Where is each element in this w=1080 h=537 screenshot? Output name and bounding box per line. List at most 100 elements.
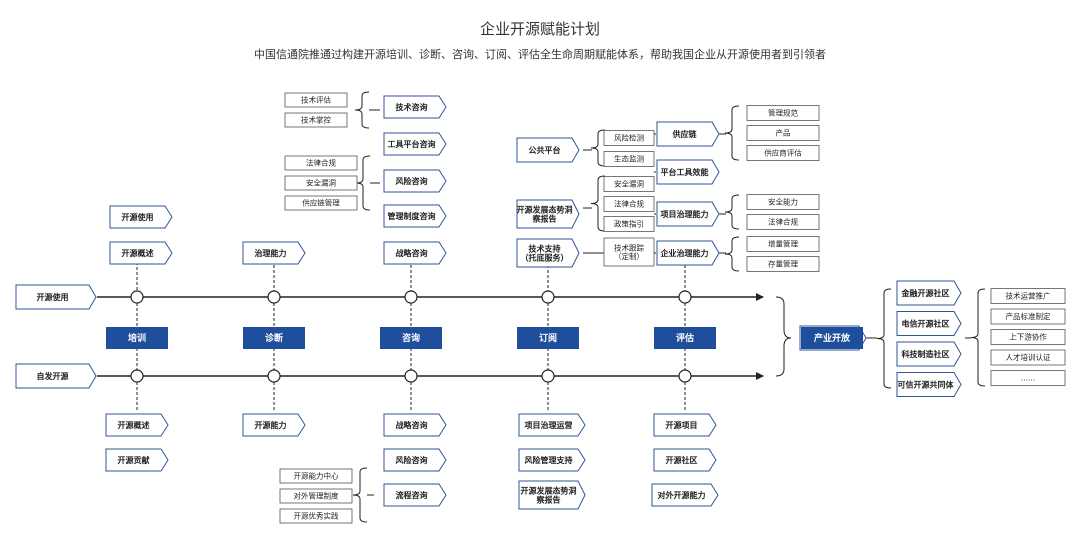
tag-train-contrib-label: 开源贡献 xyxy=(118,455,150,465)
box-industry-service xyxy=(990,370,1066,386)
timeline-node-bottom xyxy=(541,369,555,383)
box-report-sub xyxy=(603,176,655,192)
tag-train-use-label: 开源使用 xyxy=(122,212,154,222)
tag-train-overview-2 xyxy=(105,413,169,437)
box-risk-sub xyxy=(284,195,358,211)
tag-tech-support xyxy=(516,238,580,268)
box-industry-service-label: 上下游协作 xyxy=(1009,332,1047,342)
lane-top-label: 开源使用 xyxy=(37,292,69,302)
box-report-sub xyxy=(603,216,655,232)
timeline-node-bottom xyxy=(130,369,144,383)
brace-tech xyxy=(354,91,370,129)
stage-5-label: 评估 xyxy=(676,332,694,344)
tag-trend-report-label: 开源发展态势洞察报告 xyxy=(517,204,573,223)
industry-open-box-label: 产业开放 xyxy=(814,332,851,344)
stage-3 xyxy=(380,327,442,349)
box-enterprise-sub-label: 增量管理 xyxy=(768,239,798,249)
box-project-sub-label: 法律合规 xyxy=(768,217,798,227)
tag-risk-consult xyxy=(383,169,447,193)
tag-community xyxy=(896,280,962,306)
brace-project xyxy=(724,194,740,230)
tag-tech-support-label: 技术支持（托底服务） xyxy=(521,243,569,262)
box-project-sub xyxy=(746,194,820,210)
tag-enterprise-governance xyxy=(656,240,720,266)
tag-tool-consult-label: 工具平台咨询 xyxy=(388,139,436,149)
tag-platform-efficiency xyxy=(656,159,720,185)
box-tech-sub-label: 技术掌控 xyxy=(301,115,331,125)
brace-report xyxy=(590,175,606,232)
box-industry-service-label: 技术运营推广 xyxy=(1006,291,1051,301)
box-process-sub xyxy=(279,488,353,504)
tag-community-label: 科技制造社区 xyxy=(902,349,950,359)
box-project-sub-label: 安全能力 xyxy=(768,197,798,207)
box-process-sub-label: 对外管理制度 xyxy=(294,491,339,501)
brace-supply xyxy=(724,105,740,161)
tag-project-governance xyxy=(656,201,720,227)
tag-oss-community xyxy=(653,448,717,472)
box-industry-service xyxy=(990,288,1066,304)
box-project-sub xyxy=(746,214,820,230)
lane-bottom-label: 自发开源 xyxy=(37,371,69,381)
tag-train-overview-2-label: 开源概述 xyxy=(118,420,150,430)
tag-oss-project-label: 开源项目 xyxy=(666,420,698,430)
tag-diag-governance xyxy=(242,241,306,265)
tag-trend-report-2-label: 开源发展态势洞察报告 xyxy=(521,485,577,504)
tag-community xyxy=(896,341,962,367)
box-supply-sub-label: 管理规范 xyxy=(768,108,798,118)
stage-4 xyxy=(517,327,579,349)
timeline-node-top xyxy=(404,290,418,304)
stage-2-label: 诊断 xyxy=(265,332,283,344)
tag-strategy-consult-label: 战略咨询 xyxy=(396,248,428,258)
box-risk-sub-label: 供应链管理 xyxy=(302,198,340,208)
box-process-sub xyxy=(279,468,353,484)
tag-tech-consult-label: 技术咨询 xyxy=(396,102,428,112)
tag-project-governance-label: 项目治理能力 xyxy=(661,209,709,219)
brace-communities xyxy=(876,288,892,389)
tag-public-platform-label: 公共平台 xyxy=(529,145,561,155)
timeline-node-bottom xyxy=(404,369,418,383)
tag-public-platform xyxy=(516,137,580,163)
box-support-sub-label: 技术跟踪（定制） xyxy=(614,242,644,261)
box-enterprise-sub xyxy=(746,256,820,272)
tag-strategy-consult xyxy=(383,241,447,265)
tag-risk-support xyxy=(518,448,586,472)
tag-train-overview-label: 开源概述 xyxy=(122,248,154,258)
brace-risk xyxy=(355,155,371,211)
box-public-sub-label: 生态监测 xyxy=(614,154,644,164)
tag-train-overview xyxy=(109,241,173,265)
box-support-sub xyxy=(603,237,655,267)
lane-bottom xyxy=(15,363,97,389)
tag-oss-community-label: 开源社区 xyxy=(666,455,698,465)
box-tech-sub xyxy=(284,92,348,108)
tag-process-consult xyxy=(383,483,447,507)
tag-train-use xyxy=(109,205,173,229)
tag-community xyxy=(896,311,962,336)
tag-risk-consult-2-label: 风险咨询 xyxy=(396,455,428,465)
box-process-sub-label: 开源能力中心 xyxy=(294,471,339,481)
box-enterprise-sub-label: 存量管理 xyxy=(768,259,798,269)
tag-diag-capability-label: 开源能力 xyxy=(255,420,287,430)
page-title: 企业开源赋能计划 xyxy=(479,20,600,38)
tag-risk-consult-label: 风险咨询 xyxy=(396,176,428,186)
tag-platform-efficiency-label: 平台工具效能 xyxy=(661,167,709,177)
brace-enterprise xyxy=(724,236,740,272)
tag-tool-consult xyxy=(383,132,447,156)
stage-1 xyxy=(106,327,168,349)
box-industry-service-label: 人才培训认证 xyxy=(1006,352,1051,362)
box-report-sub xyxy=(603,196,655,212)
tag-train-contrib xyxy=(105,448,169,472)
stage-5 xyxy=(654,327,716,349)
box-report-sub-label: 政策指引 xyxy=(614,219,644,229)
tag-project-ops-label: 项目治理运营 xyxy=(525,420,573,430)
tag-risk-consult-2 xyxy=(383,448,447,472)
tag-project-ops xyxy=(518,413,586,437)
box-supply-sub xyxy=(746,145,820,161)
tag-process-consult-label: 流程咨询 xyxy=(396,490,428,500)
box-supply-sub-label: 供应商评估 xyxy=(764,148,802,158)
box-enterprise-sub xyxy=(746,236,820,252)
box-industry-service-label: 产品标准制定 xyxy=(1006,311,1051,321)
timeline-node-top xyxy=(130,290,144,304)
tag-trend-report-2 xyxy=(518,480,586,510)
stage-1-label: 培训 xyxy=(128,332,146,344)
